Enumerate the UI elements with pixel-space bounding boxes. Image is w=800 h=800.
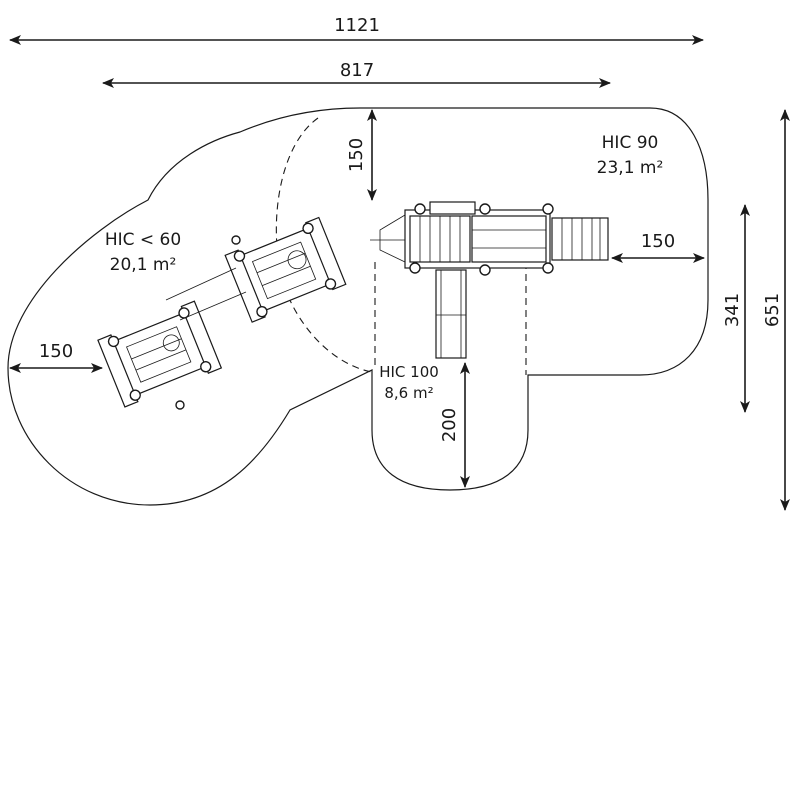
handle-icon [231, 235, 241, 245]
zone-label-hic-100: HIC 100 [379, 363, 439, 381]
handle-icon [175, 400, 185, 410]
upper-platform-structure [224, 216, 347, 323]
zone-area-hic-60: 20,1 m² [110, 255, 177, 275]
zone-label-hic-60: HIC < 60 [105, 230, 181, 250]
dim-label-right-clearance: 150 [641, 231, 675, 252]
zone-label-hic-90: HIC 90 [602, 133, 659, 153]
main-tower-structure [370, 201, 609, 276]
zone-area-hic-90: 23,1 m² [597, 158, 664, 178]
dim-label-total-height: 651 [762, 293, 783, 327]
dim-label-height-right: 341 [722, 293, 743, 327]
dim-label-inner-width: 817 [340, 60, 374, 81]
lower-platform-structure [97, 300, 223, 408]
dim-label-top-clearance: 150 [346, 138, 367, 172]
dim-label-total-width: 1121 [334, 15, 380, 36]
connecting-bridge [165, 267, 247, 321]
zone-area-hic-100: 8,6 m² [384, 384, 433, 402]
safety-area-outline [7, 107, 709, 506]
dim-label-left-clearance: 150 [39, 341, 73, 362]
slide [435, 269, 467, 359]
dim-label-slide-clearance: 200 [439, 408, 460, 442]
